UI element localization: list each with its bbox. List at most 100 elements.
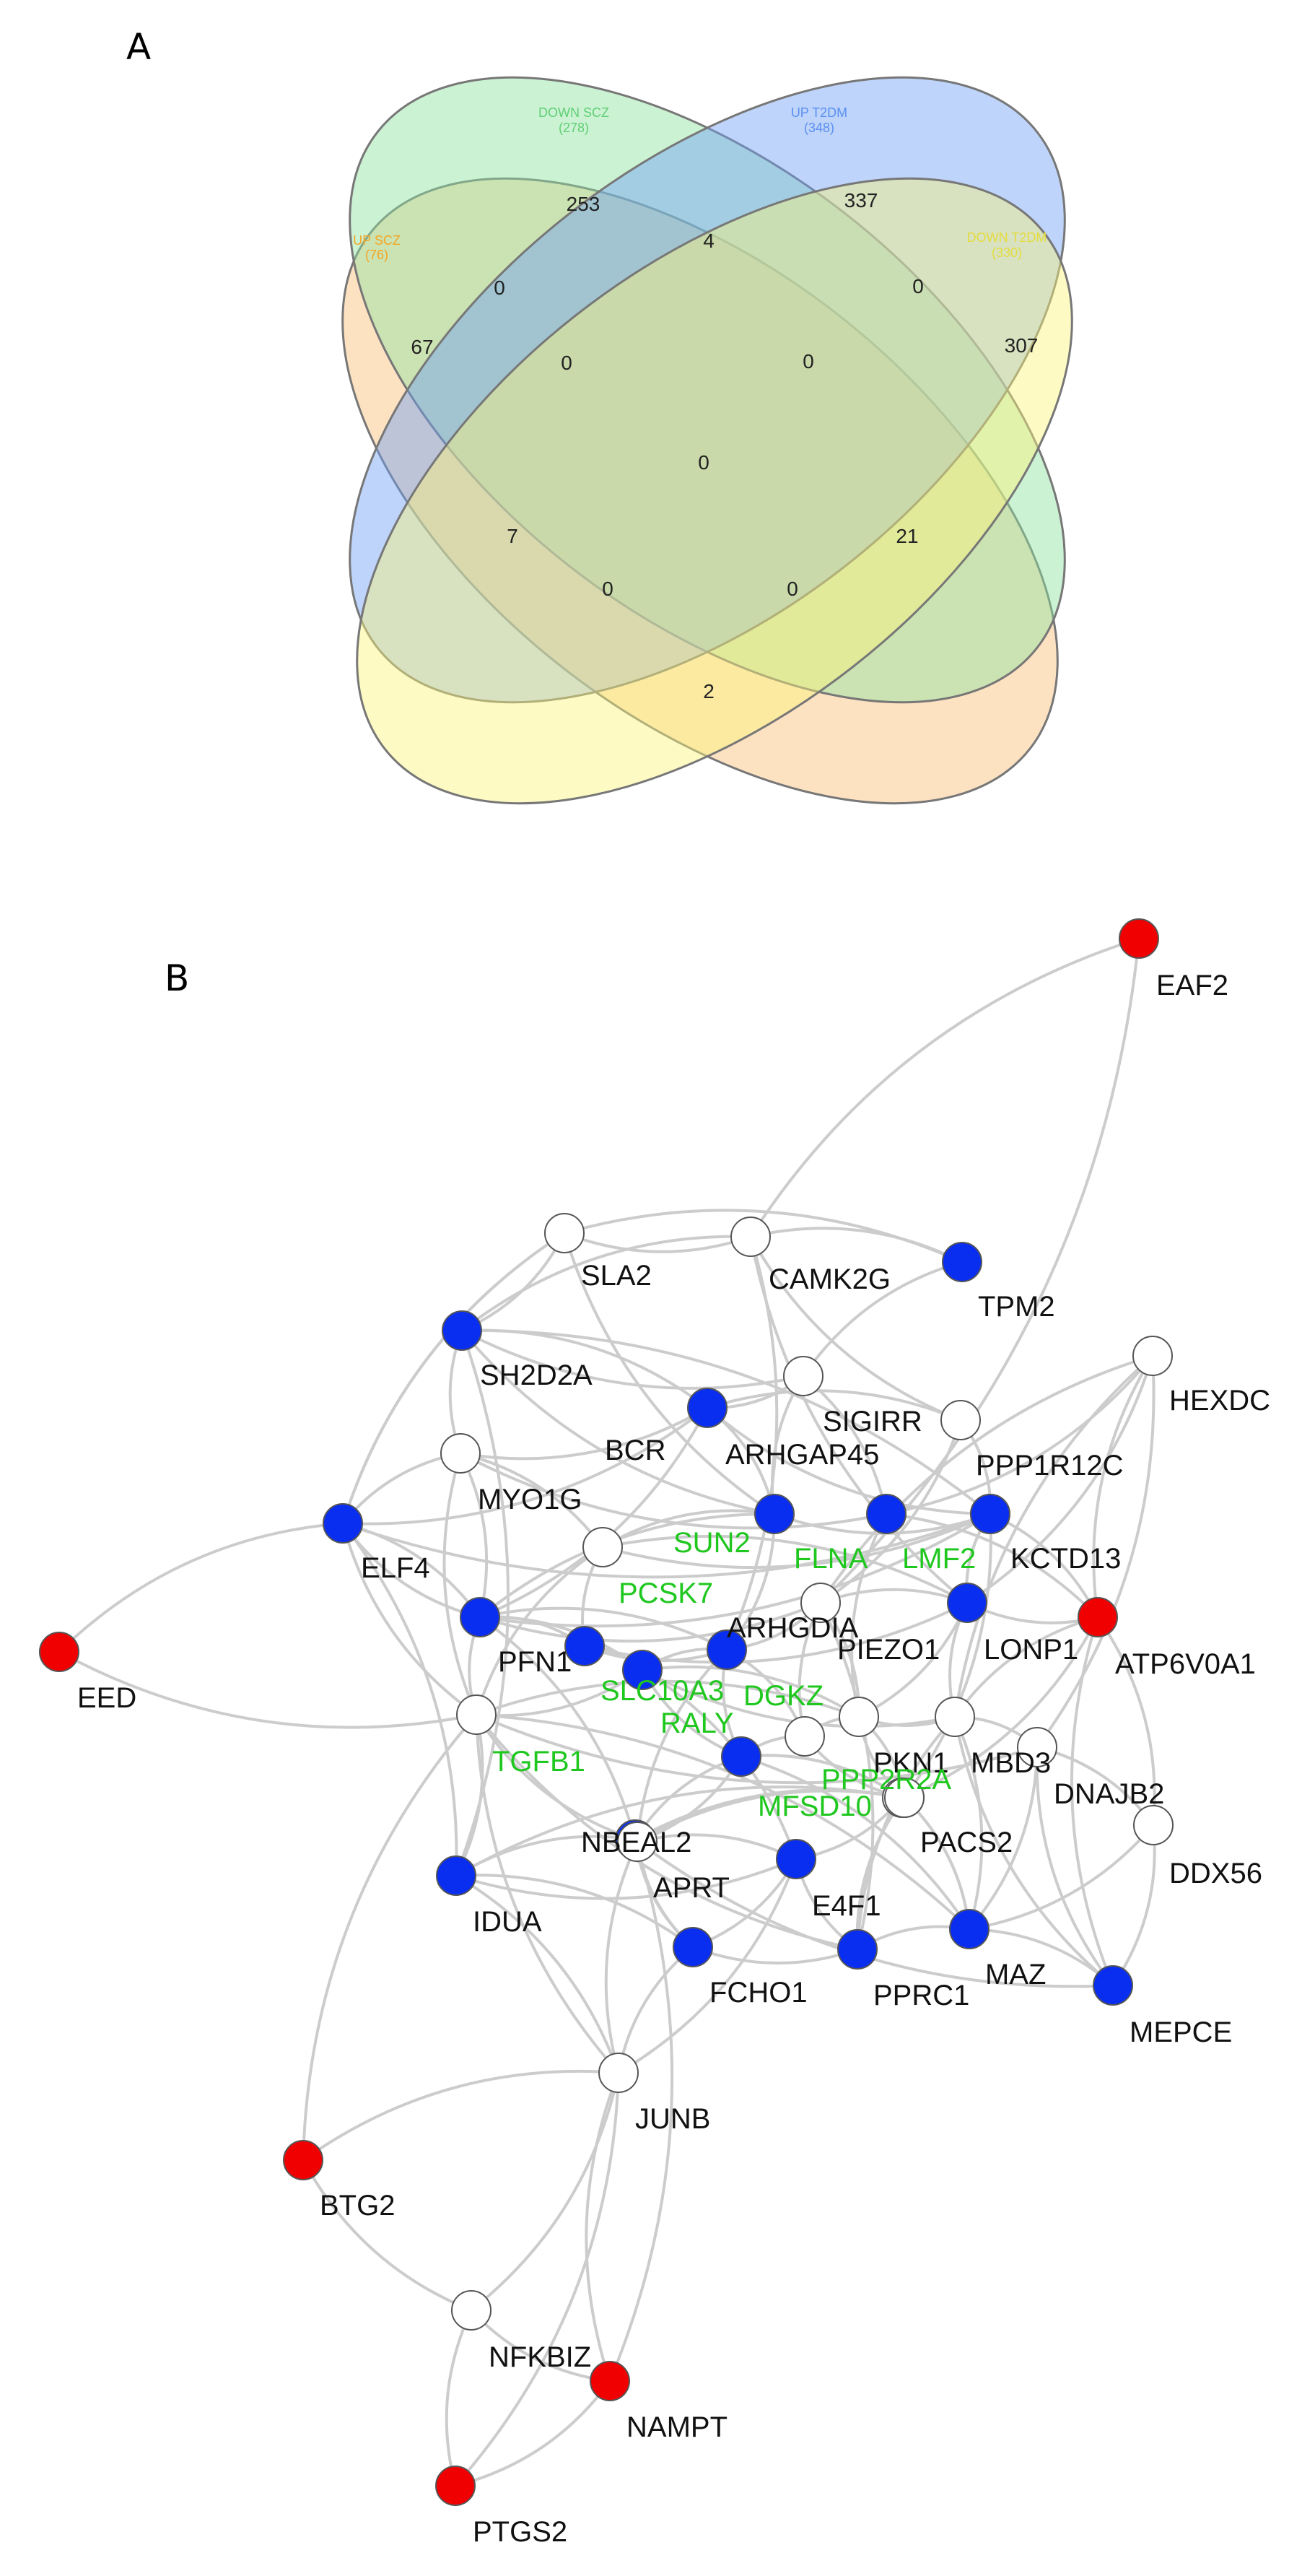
edge-fcho1-pprc1 bbox=[692, 1946, 859, 1965]
node-kctd13 bbox=[866, 1494, 906, 1534]
edge-sigirr-camk2g bbox=[749, 1235, 961, 1422]
venn-label-down-t2dm: DOWN T2DM bbox=[967, 230, 1047, 245]
node-pprc1 bbox=[837, 1929, 878, 1970]
edge-tgfb1-maz bbox=[476, 1713, 971, 1931]
node-pacs2 bbox=[884, 1777, 925, 1818]
edge-tgfb1-nbeal2 bbox=[475, 1713, 637, 1842]
edge-sun2-tgfb1 bbox=[473, 1546, 604, 1716]
edge-sun2-lonp1 bbox=[602, 1534, 969, 1604]
edge-mbd3-pprc1 bbox=[850, 1715, 956, 1951]
node-sigirr bbox=[940, 1400, 981, 1440]
venn-label-up-scz: UP SCZ bbox=[353, 233, 401, 248]
venn-set-down-scz bbox=[349, 76, 1066, 704]
node-fcho1 bbox=[673, 1927, 713, 1967]
node-piezo1 bbox=[800, 1583, 841, 1623]
label-eaf2: EAF2 bbox=[1156, 970, 1228, 1001]
edge-arhgap45-tpm2 bbox=[802, 1258, 964, 1378]
edge-camk2g-lonp1 bbox=[749, 1236, 969, 1604]
edge-junb-nampt bbox=[585, 2072, 620, 2383]
edge-hexdc-lonp1 bbox=[966, 1355, 1154, 1604]
label-tgfb1: TGFB1 bbox=[492, 1746, 585, 1777]
label-arhgap45: ARHGAP45 bbox=[725, 1439, 879, 1471]
edge-elf4-sla2 bbox=[341, 1232, 566, 1524]
edge-elf4-tgfb1 bbox=[341, 1523, 478, 1716]
panel-a-letter: A bbox=[126, 26, 151, 68]
node-mepce bbox=[1093, 1965, 1133, 2006]
edge-lmf2-pfn1 bbox=[479, 1513, 992, 1628]
label-btg2: BTG2 bbox=[320, 2190, 395, 2222]
venn-count-up-t2dm-only: 337 bbox=[844, 189, 878, 212]
edge-arhgap45-kctd13 bbox=[802, 1375, 891, 1515]
label-sigirr: SIGIRR bbox=[823, 1406, 922, 1437]
venn-set-labels: UP SCZ (76) DOWN SCZ (278) UP T2DM (348)… bbox=[353, 105, 1047, 262]
venn-count-up-scz-only: 67 bbox=[411, 336, 433, 358]
edge-elf4-bcr bbox=[342, 1406, 709, 1526]
label-pprc1: PPRC1 bbox=[873, 1980, 969, 2011]
edge-slc10a3-pkn1 bbox=[642, 1665, 860, 1718]
edge-sla2-tpm2 bbox=[564, 1209, 964, 1263]
edge-raly-mfsd10 bbox=[740, 1754, 904, 1799]
node-ptgs2 bbox=[435, 2466, 476, 2506]
edge-camk2g-eaf2 bbox=[749, 935, 1140, 1238]
venn-count-up-scz-up-t2dm: 7 bbox=[507, 525, 518, 547]
node-sh2d2a bbox=[442, 1310, 482, 1351]
edge-sh2d2a-flna bbox=[460, 1329, 776, 1519]
edge-tgfb1-eed bbox=[58, 1650, 477, 1729]
node-ddx56 bbox=[1133, 1805, 1174, 1845]
network-edges bbox=[58, 935, 1162, 2490]
edge-hexdc-kctd13 bbox=[885, 1354, 1154, 1519]
edge-sh2d2a-arhgap45 bbox=[461, 1329, 805, 1390]
node-btg2 bbox=[283, 2140, 323, 2180]
label-lonp1: LONP1 bbox=[984, 1634, 1078, 1666]
label-maz: MAZ bbox=[985, 1959, 1046, 1990]
edge-idua-junb bbox=[455, 1874, 621, 2074]
node-sla2 bbox=[544, 1213, 585, 1253]
label-e4f1: E4F1 bbox=[812, 1890, 881, 1922]
label-sla2: SLA2 bbox=[581, 1260, 652, 1292]
edge-atp6v0a1-mbd3 bbox=[953, 1616, 1098, 1718]
edge-junb-btg2 bbox=[302, 2069, 619, 2162]
node-camk2g bbox=[730, 1217, 771, 1257]
label-piezo1: PIEZO1 bbox=[837, 1634, 940, 1666]
edge-bcr-lmf2 bbox=[706, 1406, 992, 1521]
edge-hexdc-dnajb2 bbox=[1036, 1355, 1155, 1749]
edge-camk2g-sh2d2a bbox=[460, 1235, 751, 1332]
node-elf4 bbox=[323, 1503, 363, 1544]
edge-kctd13-atp6v0a1 bbox=[886, 1513, 1099, 1619]
edge-hexdc-piezo1 bbox=[819, 1354, 1153, 1604]
edge-dnajb2-mepce bbox=[1035, 1746, 1114, 1987]
node-eaf2 bbox=[1119, 918, 1159, 959]
label-sun2: SUN2 bbox=[673, 1527, 751, 1559]
edge-aprt-e4f1 bbox=[637, 1833, 798, 1861]
venn-label-down-scz: DOWN SCZ bbox=[538, 105, 609, 120]
edge-ddx56-mepce bbox=[1111, 1824, 1156, 1987]
venn-count-up-scz-down-scz: 0 bbox=[494, 277, 505, 299]
label-elf4: ELF4 bbox=[361, 1552, 430, 1584]
edge-ppp2r2a-maz bbox=[903, 1796, 975, 1931]
edge-idua-fcho1 bbox=[455, 1874, 694, 1949]
edge-atp6v0a1-ddx56 bbox=[1096, 1616, 1162, 1827]
edge-sla2-sh2d2a bbox=[460, 1232, 566, 1332]
edge-pacs2-maz bbox=[903, 1796, 975, 1931]
node-nampt bbox=[590, 2361, 630, 2401]
label-myo1g: MYO1G bbox=[478, 1484, 582, 1515]
label-flna: FLNA bbox=[794, 1543, 868, 1575]
edge-idua-e4f1 bbox=[455, 1857, 798, 1900]
edge-tgfb1-junb bbox=[475, 1714, 620, 2074]
edge-junb-ptgs2 bbox=[454, 2072, 620, 2487]
edge-e4f1-junb bbox=[617, 1858, 798, 2074]
label-hexdc: HEXDC bbox=[1169, 1385, 1270, 1417]
edge-nfkbiz-btg2 bbox=[302, 2159, 472, 2312]
edge-myo1g-tgfb1 bbox=[442, 1453, 479, 1716]
venn-set-down-t2dm bbox=[356, 177, 1073, 805]
label-raly: RALY bbox=[660, 1707, 734, 1739]
label-mfsd10: MFSD10 bbox=[758, 1790, 872, 1822]
venn-count-down-t2dm-only: 307 bbox=[1005, 334, 1039, 357]
label-ppp1r12c: PPP1R12C bbox=[976, 1450, 1124, 1481]
node-pkn1 bbox=[839, 1697, 879, 1737]
label-atp6v0a1: ATP6V0A1 bbox=[1115, 1648, 1256, 1680]
label-mbd3: MBD3 bbox=[971, 1747, 1051, 1779]
label-nampt: NAMPT bbox=[626, 2411, 728, 2443]
node-maz bbox=[949, 1909, 989, 1949]
label-dgkz: DGKZ bbox=[743, 1680, 823, 1712]
